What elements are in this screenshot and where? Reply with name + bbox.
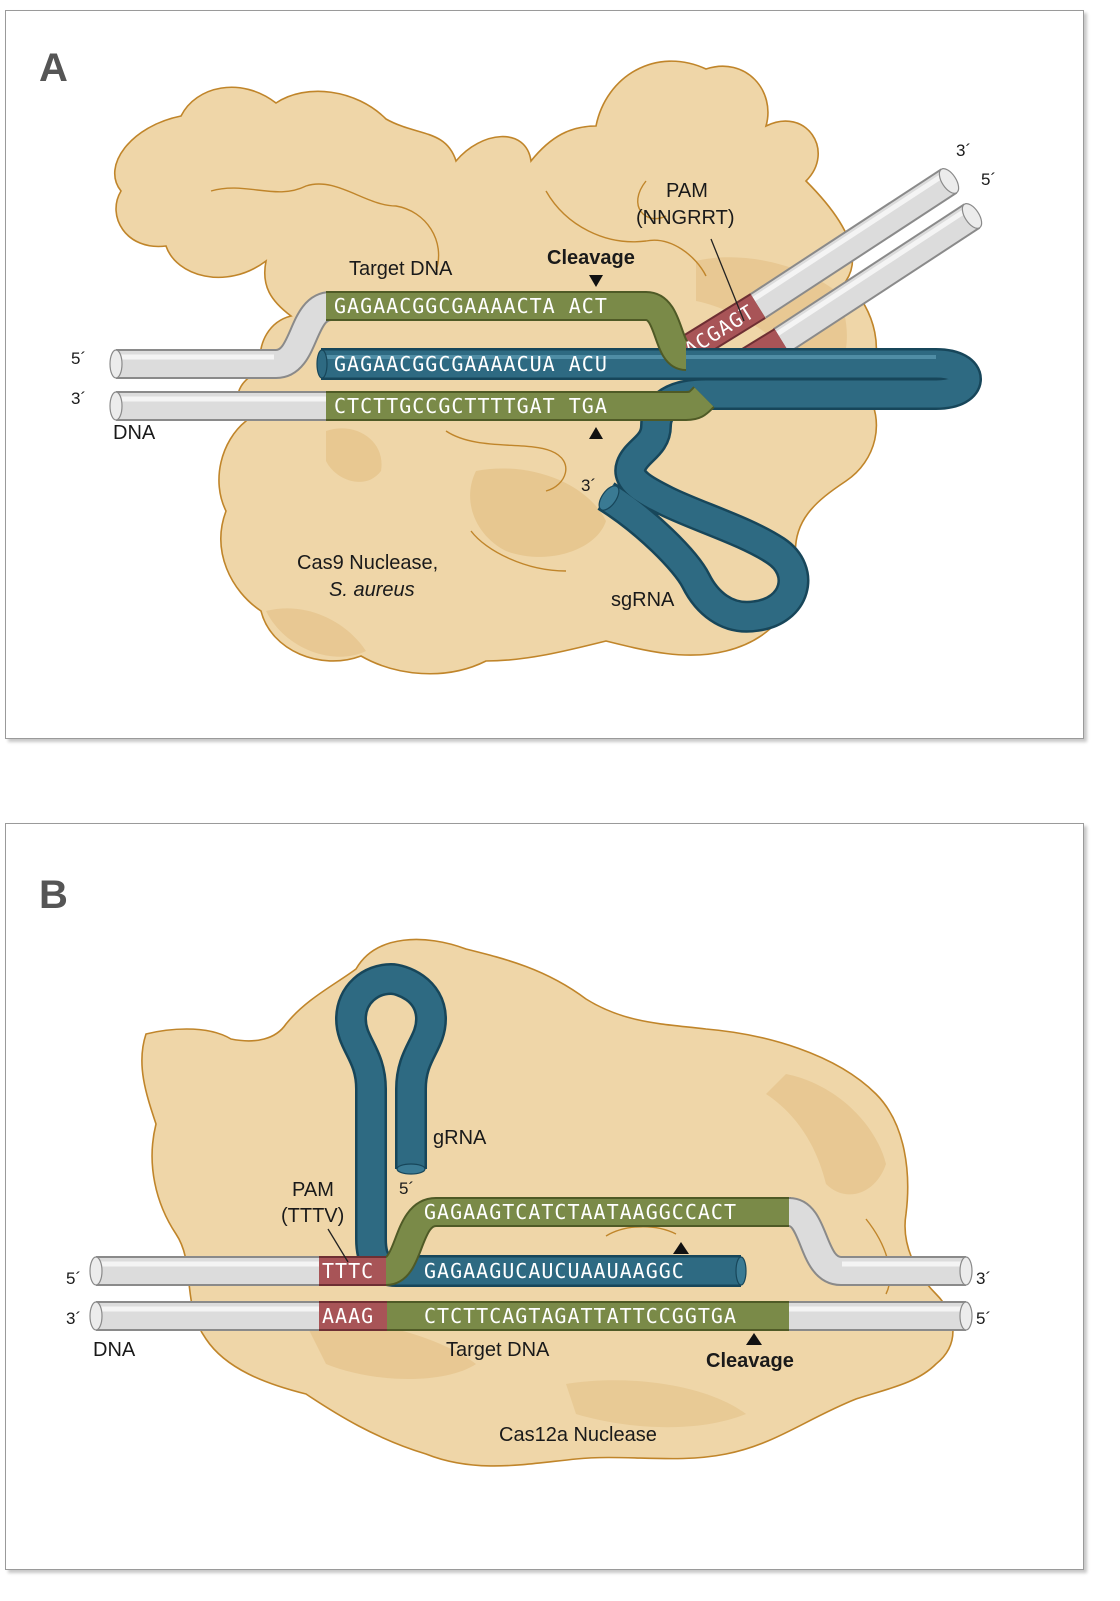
cas12a-shading-3 — [566, 1380, 746, 1428]
pam-bottom-seq-b: AAAG — [322, 1304, 374, 1328]
cleavage-marker-top — [589, 275, 603, 287]
nuclease-label: Cas9 Nuclease, — [297, 552, 438, 574]
target-dna-label-b: Target DNA — [446, 1339, 550, 1361]
bottom-target-seq: CTCTTGCCGCTTTTGAT TGA — [334, 394, 608, 418]
right-top-end: 3´ — [956, 141, 971, 160]
cas9-contour-3 — [445, 430, 567, 492]
cas9-contour-5 — [637, 180, 667, 220]
cleavage-label-b: Cleavage — [706, 1350, 794, 1372]
sgrna-end: 3´ — [581, 476, 596, 495]
target-dna-label: Target DNA — [349, 258, 453, 280]
bottom-target-seq-b: CTCTTCAGTAGATTATTCCGGTGA — [424, 1304, 737, 1328]
pam-pointer-line-b — [327, 1228, 349, 1263]
dna-top-strand — [109, 291, 691, 379]
grna-label: gRNA — [433, 1127, 487, 1149]
cas9-contour-4 — [470, 530, 567, 572]
cleavage-marker-top-b — [673, 1242, 689, 1254]
right-bottom-end-b: 5´ — [976, 1309, 991, 1328]
cas9-shading-1 — [470, 468, 606, 557]
cas9-contour-2 — [545, 190, 707, 277]
dna-label: DNA — [113, 422, 156, 444]
panel-b: TTTC AAAG GAGAAGTCATCTAATAAGGCCACT GAGAA… — [5, 823, 1084, 1570]
pam-top-seq-b: TTTC — [322, 1259, 374, 1283]
pam-sequence-label-b: (TTTV) — [281, 1205, 344, 1227]
cleavage-label: Cleavage — [547, 247, 635, 269]
nuclease-label-b: Cas12a Nuclease — [499, 1424, 657, 1446]
dna-right-strand-3prime — [749, 168, 960, 319]
left-bottom-end: 3´ — [71, 389, 86, 408]
cas9-contour-1 — [210, 183, 440, 272]
left-top-end-b: 5´ — [66, 1269, 81, 1288]
panel-a-diagram: ACGAGT TGCTCA — [39, 46, 996, 675]
cleavage-marker-bottom-b — [746, 1333, 762, 1345]
right-bottom-end: 5´ — [981, 170, 996, 189]
right-top-end-b: 3´ — [976, 1269, 991, 1288]
dna-bottom-strand — [109, 386, 715, 421]
left-bottom-end-b: 3´ — [66, 1309, 81, 1328]
dna-top-strand-b — [89, 1197, 973, 1286]
pam-pointer-line — [710, 238, 745, 322]
sgrna-label: sgRNA — [611, 589, 675, 611]
rna-guide-seq: GAGAACGGCGAAAACUA ACU — [334, 352, 608, 376]
pam-label: PAM — [666, 180, 708, 202]
cas9-shading-4 — [266, 608, 366, 657]
dna-right-strand-5prime — [772, 203, 983, 354]
top-target-seq-b: GAGAAGTCATCTAATAAGGCCACT — [424, 1200, 737, 1224]
left-top-end: 5´ — [71, 349, 86, 368]
panel-b-letter: B — [39, 873, 68, 917]
panel-a: ACGAGT TGCTCA — [5, 10, 1084, 739]
grna-end: 5´ — [399, 1179, 414, 1198]
cas12a-shading-1 — [766, 1074, 886, 1195]
species-label: S. aureus — [329, 579, 415, 601]
pam-label-b: PAM — [292, 1179, 334, 1201]
cas9-shading-2 — [326, 428, 382, 482]
top-target-seq: GAGAACGGCGAAAACTA ACT — [334, 294, 608, 318]
cleavage-marker-bottom — [589, 427, 603, 439]
panel-b-diagram: TTTC AAAG GAGAAGTCATCTAATAAGGCCACT GAGAA… — [39, 873, 991, 1467]
dna-bottom-strand-b — [89, 1301, 973, 1331]
rna-guide-seq-b: GAGAAGUCAUCUAAUAAGGC — [424, 1259, 685, 1283]
cas12a-shading-2 — [306, 1321, 476, 1379]
pam-sequence-label: (NNGRRT) — [636, 207, 735, 229]
panel-a-letter: A — [39, 46, 68, 90]
grna-tube — [335, 963, 747, 1287]
dna-label-b: DNA — [93, 1339, 136, 1361]
